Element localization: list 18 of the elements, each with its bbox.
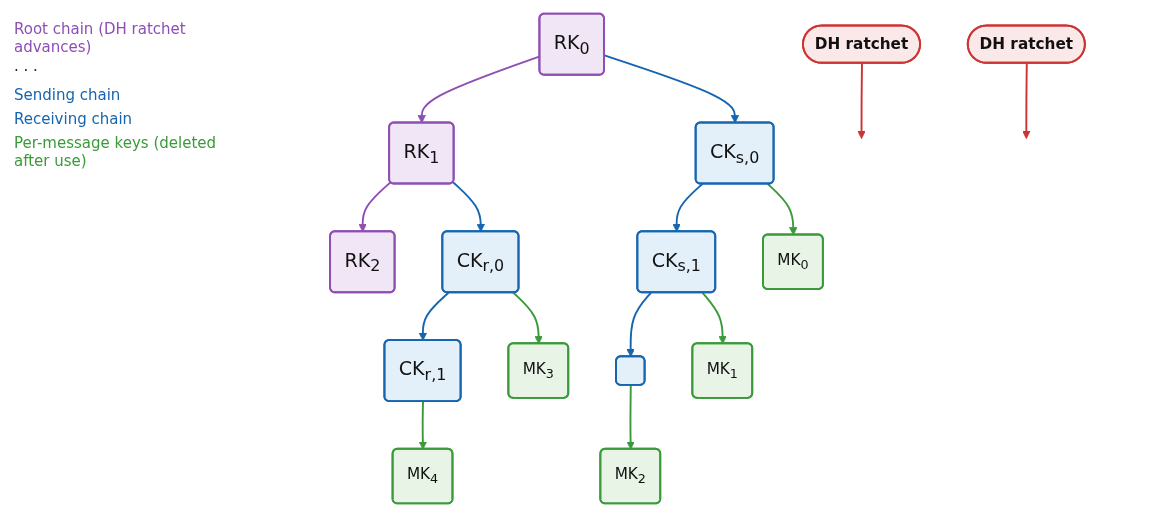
arrow xyxy=(603,54,739,124)
arrow xyxy=(511,291,543,345)
arrow xyxy=(766,183,797,236)
note-text: Root chain (DH ratchet advances) xyxy=(14,20,187,56)
arrow xyxy=(626,291,652,358)
arrow xyxy=(451,181,485,233)
arrow xyxy=(671,183,703,233)
arrow xyxy=(856,62,866,140)
note-text: · · · xyxy=(14,62,39,80)
arrow xyxy=(625,384,635,450)
arrow xyxy=(418,400,427,450)
note-text: Sending chain xyxy=(14,86,122,104)
note-text: Receiving chain xyxy=(14,110,134,128)
arrow xyxy=(418,291,449,341)
arrow xyxy=(358,181,392,233)
arrow xyxy=(1021,62,1031,140)
arrow xyxy=(701,291,727,345)
note-text: Per-message keys (deleted after use) xyxy=(14,134,217,170)
